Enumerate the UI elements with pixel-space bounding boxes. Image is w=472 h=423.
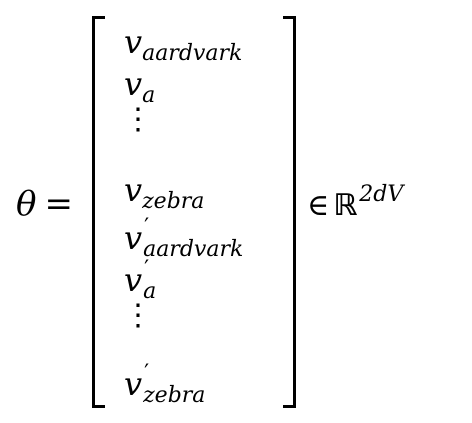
left-bracket [92, 16, 105, 408]
equation-lhs: θ= [16, 184, 73, 224]
theta-symbol: θ [16, 184, 37, 224]
entry-base: v [124, 261, 143, 299]
real-numbers-symbol: ℝ [333, 188, 358, 223]
equation-rhs: ∈ℝ2dV [307, 184, 403, 224]
entry-prime: ′ [144, 361, 150, 386]
vector-entry-a: va [124, 65, 155, 107]
vertical-ellipsis: ⋮ [123, 298, 153, 333]
vertical-ellipsis: ⋮ [123, 102, 153, 137]
entry-prime: ′ [144, 257, 150, 282]
vector-entry-a-prime: v′a [124, 259, 156, 303]
vector-entry-zebra-prime: v′zebra [124, 363, 205, 407]
entry-subscript: aardvark [142, 41, 243, 66]
entry-base: v [124, 65, 143, 103]
vector-entry-aardvark-prime: v′aardvark [124, 217, 243, 261]
entry-subscript: zebra [142, 189, 205, 214]
vector-entry-zebra: vzebra [124, 171, 204, 213]
entry-subscript: aardvark [143, 237, 244, 262]
entry-base: v [124, 219, 143, 257]
entry-subscript: zebra [143, 383, 206, 408]
vector-entry-aardvark: vaardvark [124, 23, 242, 65]
dimension-exponent: 2dV [359, 182, 404, 207]
entry-base: v [124, 171, 143, 209]
equals-sign: = [44, 184, 73, 224]
entry-prime: ′ [144, 215, 150, 240]
entry-base: v [124, 23, 143, 61]
entry-subscript: a [142, 83, 156, 108]
entry-base: v [124, 365, 143, 403]
element-of-symbol: ∈ [307, 188, 330, 223]
right-bracket [283, 16, 296, 408]
entry-subscript: a [143, 279, 157, 304]
